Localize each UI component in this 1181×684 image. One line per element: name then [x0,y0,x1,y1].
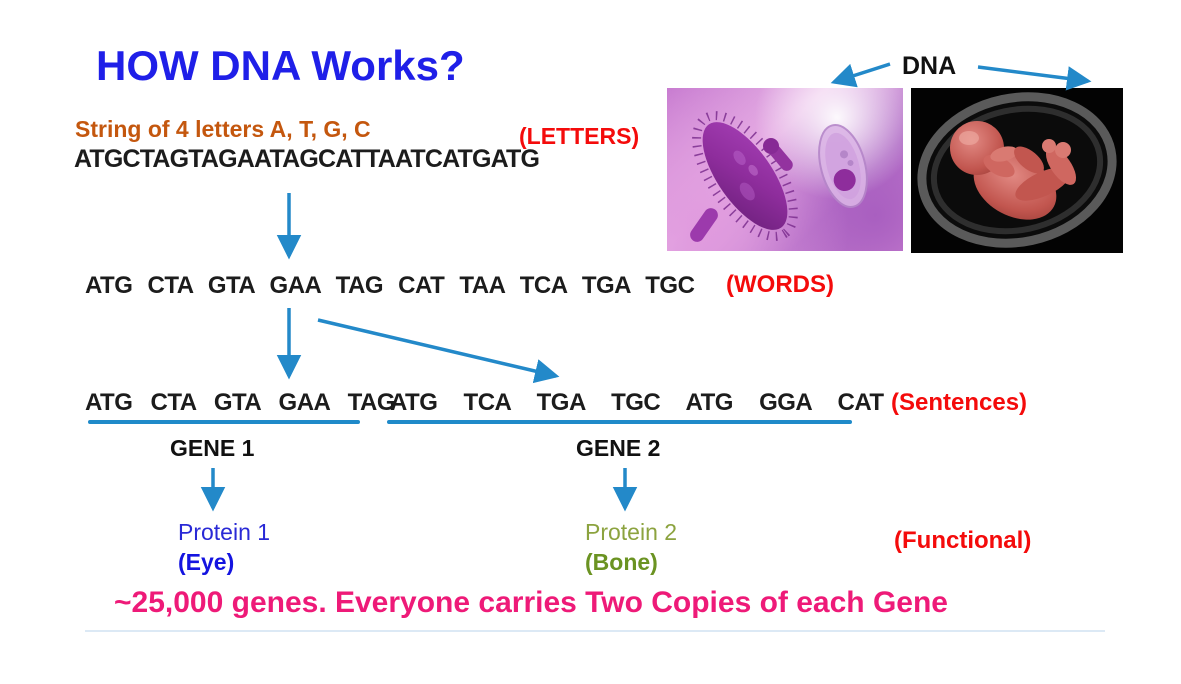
gene1-label: GENE 1 [170,435,255,461]
bacterium-main [692,111,798,241]
protein2-label: Protein 2 [585,519,678,545]
fetus-image [911,88,1123,253]
protein2-sub-label: (Bone) [585,549,658,575]
gene2-underline [387,420,852,424]
codon-words-row: ATG CTA GTA GAA TAG CAT TAA TCA TGA TGC [85,272,695,299]
gene2-codon-row: ATG TCA TGA TGC ATG GGA CAT [390,389,884,416]
bacteria-illustration [690,111,868,242]
gene1-underline [88,420,360,424]
protein1-sub-label: (Eye) [178,549,235,575]
page-title: HOW DNA Works? [96,42,465,89]
fetus-illustration [911,88,1123,253]
arrow-dna-to-bacteria [830,62,891,88]
dna-pointer-label: DNA [902,52,957,80]
protein1-label: Protein 1 [178,519,271,545]
letters-stage-label: (LETTERS) [519,123,640,149]
gene1-codon-row: ATG CTA GTA GAA TAG [85,389,396,416]
arrow-dna-to-fetus [977,65,1092,91]
bottom-divider-line [85,630,1105,632]
gene2-label: GENE 2 [576,435,661,461]
sentences-stage-label: (Sentences) [891,389,1028,416]
fetus-body [950,121,1077,220]
bacterium-light [818,124,868,208]
letters-heading: String of 4 letters A, T, G, C [75,116,371,142]
bacteria-image [667,88,903,251]
words-stage-label: (WORDS) [726,271,834,298]
bacterium-dot [763,138,779,154]
bacterium-rod-small [690,208,718,242]
arrow-words-to-gene2 [317,318,560,384]
functional-stage-label: (Functional) [894,527,1032,554]
dna-sequence-text: ATGCTAGTAGAATAGCATTAATCATGATG [74,145,540,173]
footer-genes-text: ~25,000 genes. Everyone carries Two Copi… [114,586,948,619]
